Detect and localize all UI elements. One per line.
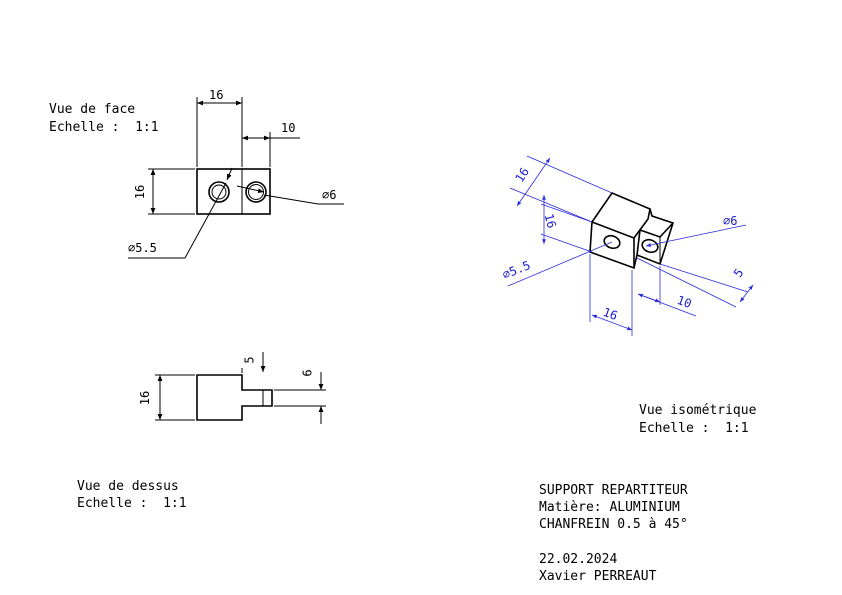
iso-view-title: Vue isométrique	[639, 403, 757, 418]
front-view-hole-small	[245, 181, 267, 203]
iso-view-body	[589, 192, 675, 270]
iso-thickness-dimension	[739, 284, 754, 303]
iso-height-dimension	[516, 157, 551, 207]
front-hole-small-leader	[263, 194, 344, 205]
iso-width-dimension	[591, 314, 633, 331]
top-view-body	[196, 374, 273, 421]
iso-hole-large	[603, 234, 621, 250]
top-tab-label: 6	[300, 369, 315, 377]
material: Matière: ALUMINIUM	[539, 500, 680, 515]
iso-view-scale: Echelle : 1:1	[639, 421, 749, 436]
top-height-label: 16	[138, 390, 153, 406]
front-hole-large-label: ⌀5.5	[128, 241, 157, 255]
iso-hole-small-label: ⌀6	[723, 214, 738, 228]
front-view	[128, 97, 344, 259]
chamfer-note: CHANFREIN 0.5 à 45°	[539, 517, 688, 532]
top-slot-label: 5	[242, 356, 257, 364]
date: 22.02.2024	[539, 552, 618, 567]
front-width-label: 16	[209, 88, 224, 102]
iso-hole-small-leader	[645, 224, 747, 247]
front-step-label: 10	[281, 121, 296, 135]
front-view-hole-large	[208, 181, 230, 203]
top-view-scale: Echelle : 1:1	[77, 496, 187, 511]
front-view-body	[196, 168, 271, 215]
author: Xavier PERREAUT	[539, 569, 657, 584]
front-hole-large-leader	[128, 182, 227, 259]
front-hole-small-label: ⌀6	[322, 188, 337, 202]
front-view-title: Vue de face	[49, 102, 136, 117]
top-view-title: Vue de dessus	[77, 479, 179, 494]
iso-hole-small	[641, 238, 659, 254]
part-name: SUPPORT REPARTITEUR	[539, 483, 688, 498]
iso-view	[507, 155, 754, 336]
front-view-scale: Echelle : 1:1	[49, 120, 159, 135]
top-view	[155, 352, 326, 424]
iso-hole-large-leader	[507, 241, 613, 287]
front-height-label: 16	[133, 184, 148, 200]
